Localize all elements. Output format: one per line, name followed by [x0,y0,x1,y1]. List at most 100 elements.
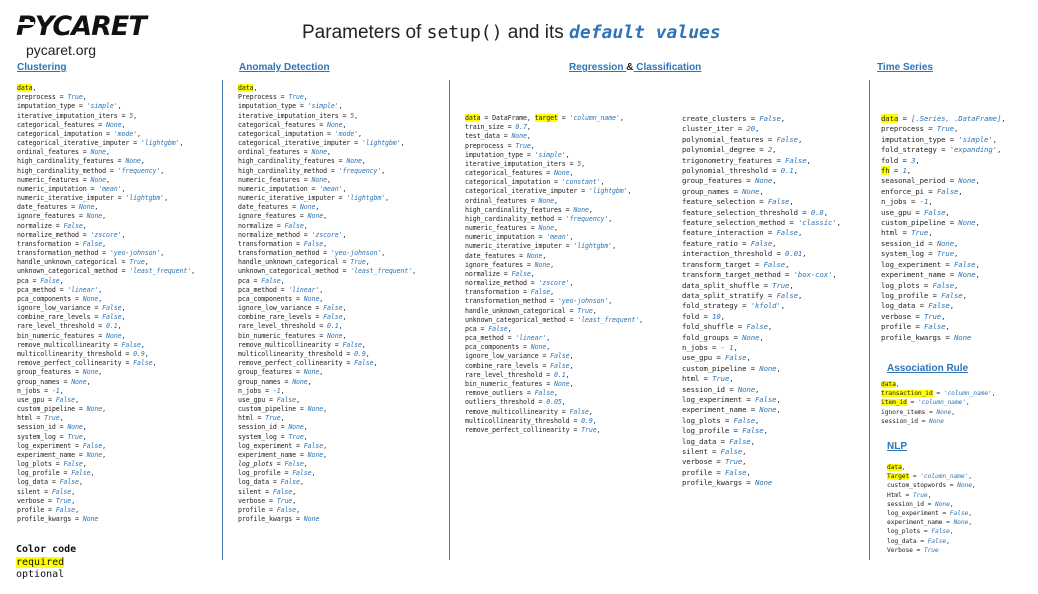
param-item: categorical_features = None, [238,120,347,129]
section-anomaly-detection[interactable]: Anomaly Detection [239,62,330,73]
param-item: transformation = False, [465,288,555,297]
param-item: preprocess = True, [881,124,959,134]
param-item: normalize = False, [238,221,308,230]
param-name: transformation_method [17,249,99,258]
param-value: 'least_frequent' [350,267,413,276]
param-name: high_cardinality_method [17,166,107,175]
param-value: 3 [911,155,916,165]
param-name: pca [465,324,477,333]
param-item: feature_interaction = False, [682,228,803,238]
param-item: silent = False, [17,487,76,496]
param-item: pca = False, [17,276,64,285]
param-name: ignore_low_variance [238,304,312,313]
param-value: False [776,228,798,238]
param-item: normalize_method = 'zscore', [238,230,347,239]
param-value: False [55,505,76,514]
param-name: transaction_id [881,390,933,398]
param-name: experiment_name [238,450,297,459]
param-value: False [71,469,91,478]
param-value: None [755,478,773,488]
param-value: None [755,176,773,186]
param-value: False [785,155,807,165]
param-item: remove_perfect_collinearity = False, [238,359,378,368]
param-value: True [936,249,955,259]
ampersand: & [626,62,634,73]
param-name: verbose [17,496,45,505]
param-item: group_names = None, [682,186,764,196]
param-name: group_names [17,377,60,386]
param-value: 5 [350,111,355,120]
page-title: Parameters of setup() and its default va… [302,22,721,44]
param-value: False [729,436,751,446]
param-item: transformation = False, [238,239,328,248]
param-name: fh [881,166,890,176]
param-name: high_cardinality_method [465,214,555,223]
param-value: 0.01 [785,249,803,259]
section-clustering[interactable]: Clustering [17,62,67,73]
param-value: False [742,426,764,436]
param-item: log_experiment = False, [881,259,980,269]
param-value: 0.7 [515,123,527,132]
param-value: False [276,395,297,404]
param-value: None [759,405,777,415]
param-name: experiment_name [682,405,747,415]
param-name: n_jobs [17,386,41,395]
param-name: log_experiment [238,441,293,450]
param-name: date_features [238,203,289,212]
param-name: pca_components [238,294,293,303]
param-name: pca_method [238,285,277,294]
param-name: numeric_features [17,175,79,184]
param-item: imputation_type = 'simple', [465,150,570,159]
param-value: False [750,238,773,248]
param-value: True [276,496,293,505]
divider-3 [869,80,870,560]
param-value: None [554,379,570,388]
param-item: polynomial_degree = 2, [682,145,777,155]
param-value: False [133,359,153,368]
param-item: group_features = None, [682,176,777,186]
param-value: False [954,259,976,269]
param-value: False [534,389,555,398]
param-value: True [936,124,955,134]
param-name: combine_rare_levels [238,313,312,322]
param-name: use_gpu [17,395,45,404]
param-value: 'lightgbm' [361,139,401,148]
param-item: custom_pipeline = None, [682,363,781,373]
param-value: None [936,238,955,248]
param-name: pca_components [17,294,72,303]
param-value: None [71,377,87,386]
param-item: log_plots = False, [17,460,87,469]
section-regression[interactable]: Regression [569,62,624,73]
param-name: custom_pipeline [238,405,297,414]
param-item: imputation_type = 'simple', [881,134,997,144]
param-name: pca_method [465,334,504,343]
param-value: False [776,134,798,144]
param-item: log_profile = False, [881,290,967,300]
param-name: log_data [17,478,48,487]
param-item: transform_target = False, [682,259,790,269]
param-value: None [346,157,362,166]
param-value: None [86,405,103,414]
param-value: None [958,218,976,228]
param-item: combine_rare_levels = False, [17,313,126,322]
param-item: verbose = True, [682,457,747,467]
param-name: bin_numeric_features [465,379,543,388]
param-name: profile_kwargs [881,332,942,342]
param-name: preprocess [881,124,924,134]
param-value: None [86,450,103,459]
param-name: ignore_items [881,408,926,416]
param-name: normalize_method [465,279,527,288]
param-value: False [40,276,60,285]
param-name: verbose [238,496,266,505]
param-item: group_names = None, [238,377,312,386]
section-time-series[interactable]: Time Series [877,62,933,73]
param-item: interaction_threshold = 0.01, [682,249,807,259]
section-association-rule[interactable]: Association Rule [887,363,969,374]
param-value: 'column_name' [920,473,969,481]
param-item: categorical_imputation = 'mode', [238,129,362,138]
section-classification[interactable]: Classification [636,62,702,73]
param-name: ordinal_features [238,148,300,157]
param-value: False [121,340,141,349]
param-item: profile_kwargs = None [682,478,773,488]
section-nlp[interactable]: NLP [887,441,907,452]
